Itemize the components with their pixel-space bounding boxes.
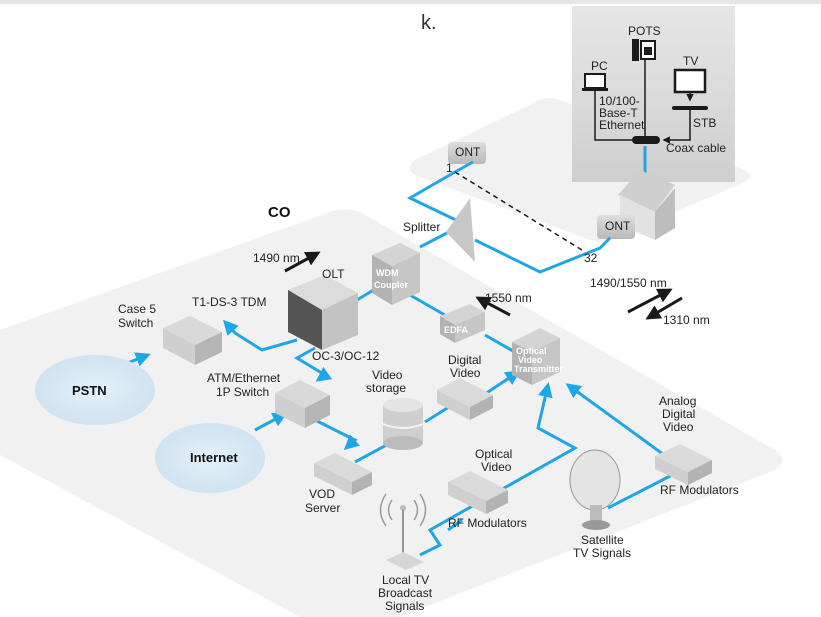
label-1550nm: 1550 nm: [485, 291, 532, 305]
vod-label-2: Server: [305, 501, 340, 515]
premises-wiring: [594, 60, 694, 175]
svg-text:Coupler: Coupler: [374, 280, 408, 290]
olt-label: OLT: [322, 267, 345, 281]
svg-text:EDFA: EDFA: [444, 325, 469, 335]
pc-icon: [582, 73, 608, 91]
satellite-label-1: Satellite: [581, 533, 624, 547]
ont-top: ONT: [448, 142, 486, 164]
optical-video-label-1: Optical: [475, 447, 512, 461]
coax-label: Coax cable: [666, 141, 726, 155]
digital-video-label-1: Digital: [448, 353, 481, 367]
internet-cloud: [155, 423, 265, 493]
port-1-label: 1: [446, 161, 453, 175]
label-1490nm: 1490 nm: [253, 251, 300, 265]
port-32-label: 32: [584, 251, 598, 265]
top-border: [0, 0, 821, 4]
svg-text:Optical: Optical: [516, 346, 547, 356]
pstn-label: PSTN: [72, 383, 107, 398]
wdm-coupler: WDM Coupler: [372, 243, 420, 305]
broadcast-tower-icon: [379, 493, 427, 570]
ethernet-label-1: 10/100-: [599, 94, 640, 108]
edfa-device: EDFA: [440, 304, 485, 343]
local-tv-label-1: Local TV: [382, 573, 429, 587]
downstream-label: 1490/1550 nm: [590, 276, 667, 290]
upstream-label: 1310 nm: [663, 313, 710, 327]
class5-label-1: Case 5: [118, 302, 156, 316]
satellite-label-2: TV Signals: [573, 546, 631, 560]
stb-label: STB: [693, 116, 716, 130]
olt-device: [288, 275, 358, 350]
rf-modulators-1-label: RF Modulators: [448, 516, 527, 530]
pstn-cloud: [35, 355, 155, 425]
internet-label: Internet: [190, 450, 238, 465]
local-tv-label-2: Broadcast: [378, 586, 433, 600]
digital-video-box: [437, 378, 493, 420]
premises-splitter-connector: [632, 136, 660, 144]
svg-text:WDM: WDM: [376, 268, 399, 278]
optical-video-label-2: Video: [481, 460, 512, 474]
ont-bottom: ONT: [597, 215, 635, 239]
premises-box: [572, 6, 735, 182]
analog-video-label-1: Analog: [659, 394, 696, 408]
pots-label: POTS: [628, 24, 661, 38]
dashed-fiber-link: [454, 171, 583, 251]
pc-label: PC: [591, 59, 608, 73]
optical-video-transmitter: Optical Video Transmitter: [512, 328, 564, 385]
downstream-arrow: [627, 288, 673, 314]
video-storage-label-2: storage: [366, 381, 406, 395]
svg-text:Transmitter: Transmitter: [514, 364, 564, 374]
atm-label-2: 1P Switch: [216, 385, 269, 399]
upstream-arrow: [645, 296, 683, 320]
pon-fibers: [406, 160, 612, 274]
ethernet-label-2: Base-T: [599, 106, 638, 120]
ethernet-label-3: Ethernet: [599, 118, 645, 132]
splitter-icon: [446, 198, 475, 262]
optical-video-box: [448, 471, 508, 514]
class5-switch: [163, 316, 222, 365]
vod-label-1: VOD: [309, 487, 335, 501]
atm-label-1: ATM/Ethernet: [207, 371, 281, 385]
class5-label-2: Switch: [118, 316, 153, 330]
video-storage-label-1: Video: [372, 368, 403, 382]
arrow-1550: [475, 296, 511, 317]
rf-modulators-2-label: RF Modulators: [660, 483, 739, 497]
analog-video-label-2: Digital: [662, 407, 695, 421]
svg-text:ONT: ONT: [605, 219, 631, 233]
oc-label: OC-3/OC-12: [312, 349, 380, 363]
svg-text:ONT: ONT: [455, 145, 481, 159]
arrow-1490: [284, 251, 321, 273]
vod-server: [314, 453, 372, 495]
satellite-dish-icon: [569, 449, 621, 530]
tv-icon: [672, 68, 708, 110]
analog-digital-rf-box: [655, 444, 712, 485]
digital-video-label-2: Video: [450, 366, 481, 380]
phone-icon: [632, 39, 656, 61]
video-storage-icon: [382, 398, 424, 450]
svg-text:Video: Video: [518, 355, 543, 365]
page-title-fragment: k.: [421, 12, 437, 34]
tdm-label: T1-DS-3 TDM: [192, 295, 266, 309]
atm-switch: [275, 380, 330, 428]
analog-video-label-3: Video: [663, 420, 694, 434]
local-tv-label-3: Signals: [385, 599, 424, 613]
splitter-label: Splitter: [403, 220, 440, 234]
tv-label: TV: [683, 54, 698, 68]
co-title: CO: [268, 204, 291, 221]
